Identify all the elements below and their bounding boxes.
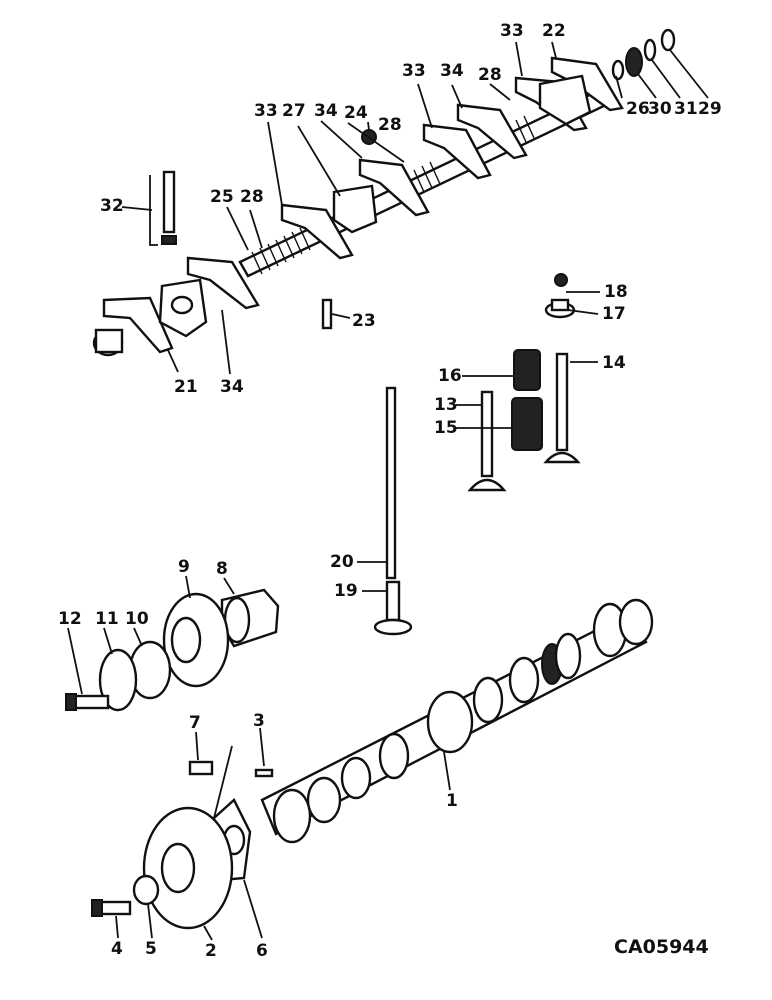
callout-29: 29 — [698, 99, 722, 119]
callout-28-left: 28 — [240, 187, 264, 207]
callout-34-right: 34 — [440, 61, 464, 81]
callout-13: 13 — [434, 395, 458, 415]
rocker-shaft-assembly — [92, 28, 709, 375]
callout-14: 14 — [602, 353, 626, 373]
idler-gear-group — [65, 575, 280, 712]
callout-23: 23 — [352, 311, 376, 331]
callout-19: 19 — [334, 581, 358, 601]
callout-34-left: 34 — [220, 377, 244, 397]
callout-3: 3 — [253, 711, 265, 731]
callout-24: 24 — [344, 103, 368, 123]
callout-33-left: 33 — [254, 101, 278, 121]
callout-20: 20 — [330, 552, 354, 572]
callout-32: 32 — [100, 196, 124, 216]
callout-8: 8 — [216, 559, 228, 579]
callout-12: 12 — [58, 609, 82, 629]
callout-17: 17 — [602, 304, 626, 324]
callout-33-middle: 33 — [402, 61, 426, 81]
callout-25: 25 — [210, 187, 234, 207]
callout-6: 6 — [256, 941, 268, 961]
callout-22: 22 — [542, 21, 566, 41]
camshaft-group — [91, 598, 654, 941]
callout-26: 26 — [626, 99, 650, 119]
callout-28-middle: 28 — [378, 115, 402, 135]
callout-34-middle: 34 — [314, 101, 338, 121]
callout-2: 2 — [205, 941, 217, 961]
callout-27: 27 — [282, 101, 306, 121]
callout-7: 7 — [189, 713, 201, 733]
callout-18: 18 — [604, 282, 628, 302]
callout-4: 4 — [111, 939, 123, 959]
callout-31: 31 — [674, 99, 698, 119]
drawing-code: CA05944 — [614, 936, 709, 958]
callout-33-right: 33 — [500, 21, 524, 41]
callout-1: 1 — [446, 791, 458, 811]
callout-5: 5 — [145, 939, 157, 959]
callout-28-right: 28 — [478, 65, 502, 85]
callout-16: 16 — [438, 366, 462, 386]
callout-10: 10 — [125, 609, 149, 629]
valve-group — [357, 273, 600, 636]
callout-21: 21 — [174, 377, 198, 397]
callout-15: 15 — [434, 418, 458, 438]
callout-30: 30 — [648, 99, 672, 119]
callout-9: 9 — [178, 557, 190, 577]
callout-11: 11 — [95, 609, 119, 629]
